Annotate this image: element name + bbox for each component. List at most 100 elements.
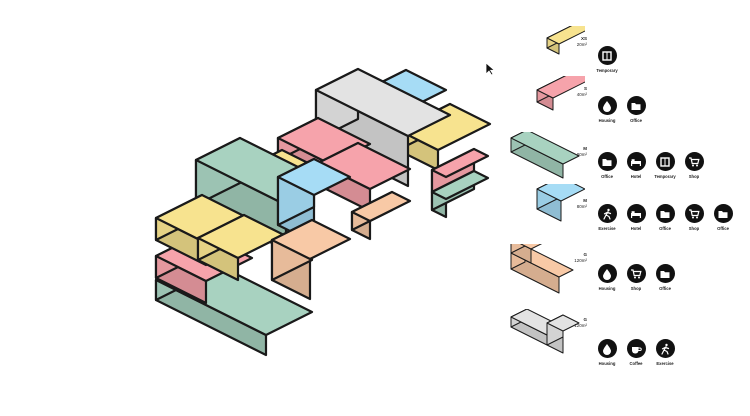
module-g-step [510, 244, 543, 264]
use-office: Office [709, 204, 737, 231]
stacked-building [154, 67, 492, 357]
use-label: Shop [630, 286, 642, 291]
use-office: Office [651, 264, 679, 291]
module-m-long-illustration [510, 132, 580, 179]
use-label: Office [659, 286, 671, 291]
green-module-back [430, 169, 490, 219]
block-top-face [270, 218, 352, 261]
module-area-label: 80m² [576, 204, 587, 209]
module-area-label: 40m² [576, 92, 587, 97]
use-label: Exercise [656, 361, 674, 366]
cart-icon [684, 152, 704, 171]
use-label: Temporary [654, 174, 676, 179]
drop-icon [597, 96, 617, 115]
use-shop: Shop [680, 152, 708, 179]
cart-icon [626, 264, 646, 283]
use-hotel: Hotel [622, 152, 650, 179]
use-label: Temporary [596, 68, 618, 73]
use-office: Office [622, 96, 650, 123]
block-top-face [519, 244, 543, 250]
use-label: Hotel [630, 174, 642, 179]
use-housing: Housing [593, 96, 621, 123]
use-hotel: Hotel [622, 204, 650, 231]
drop-icon [597, 339, 617, 358]
module-area-label: 80m² [576, 152, 587, 157]
use-label: Coffee [629, 361, 643, 366]
block-top-face [430, 147, 490, 179]
block-top-face [276, 157, 352, 197]
use-temporary: Temporary [593, 46, 621, 73]
block-top-face [430, 169, 490, 201]
module-code-label: G [583, 252, 587, 257]
use-shop: Shop [680, 204, 708, 231]
block-top-face [316, 141, 412, 191]
cart-icon [684, 204, 704, 223]
use-shop: Shop [622, 264, 650, 291]
use-office: Office [593, 152, 621, 179]
block-top-face [546, 26, 585, 45]
peach-module-front [270, 218, 352, 301]
module-area-label: 120m² [574, 258, 587, 263]
module-code-label: S [583, 86, 587, 91]
module-area-label: 20m² [576, 42, 587, 47]
runner-icon [597, 204, 617, 223]
module-code-label: M [583, 146, 587, 151]
use-exercise: Exercise [593, 204, 621, 231]
mouse-pointer-icon [485, 62, 496, 76]
folder-icon [655, 264, 675, 283]
module-xs-illustration [546, 26, 585, 55]
use-label: Housing [598, 286, 616, 291]
folder-icon [655, 204, 675, 223]
module-g-step-illustration [510, 244, 574, 294]
module-g-l-illustration [510, 309, 580, 354]
bed-icon [626, 204, 646, 223]
drop-icon [597, 264, 617, 283]
use-label: Office [630, 118, 642, 123]
module-code-label: G [583, 317, 587, 322]
block-top-face [510, 132, 580, 165]
module-xs [546, 26, 585, 55]
use-label: Housing [598, 118, 616, 123]
module-m-cube [536, 184, 585, 222]
folder-icon [713, 204, 733, 223]
module-s [536, 76, 585, 111]
use-label: Shop [688, 174, 700, 179]
module-s-illustration [536, 76, 585, 111]
block-top-face [350, 190, 412, 223]
runner-icon [655, 339, 675, 358]
block-top-face [546, 314, 580, 332]
module-m-cube-illustration [536, 184, 585, 222]
use-label: Office [717, 226, 729, 231]
use-label: Exercise [598, 226, 616, 231]
use-label: Office [601, 174, 613, 179]
block-top-face [314, 67, 452, 138]
use-temporary: Temporary [651, 152, 679, 179]
block-top-face [536, 76, 585, 99]
bed-icon [626, 152, 646, 171]
block-front-face [510, 244, 526, 254]
folder-icon [597, 152, 617, 171]
use-label: Housing [598, 361, 616, 366]
module-code-label: XS [580, 36, 587, 41]
module-g-tower [546, 314, 580, 354]
window-icon [655, 152, 675, 171]
use-housing: Housing [593, 339, 621, 366]
use-label: Office [659, 226, 671, 231]
folder-icon [626, 96, 646, 115]
use-coffee: Coffee [622, 339, 650, 366]
use-label: Hotel [630, 226, 642, 231]
window-icon [597, 46, 617, 65]
use-housing: Housing [593, 264, 621, 291]
module-m-long [510, 132, 580, 179]
use-office: Office [651, 204, 679, 231]
use-exercise: Exercise [651, 339, 679, 366]
use-label: Shop [688, 226, 700, 231]
